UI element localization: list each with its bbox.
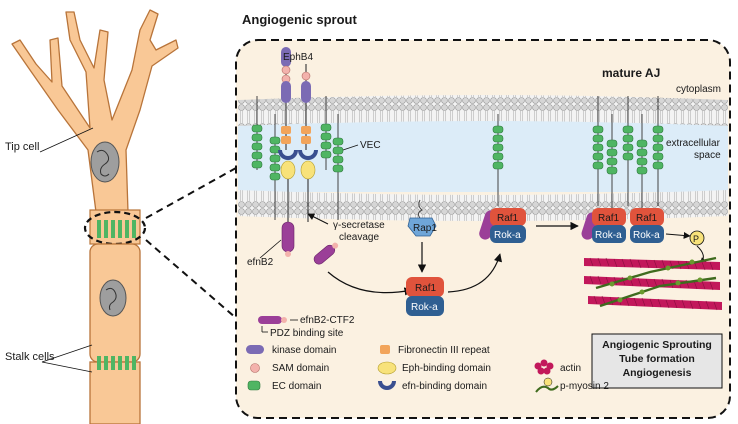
- efnb2-leader: [259, 239, 282, 259]
- raf1-label-2: Raf1: [497, 213, 519, 224]
- roka-label-4: Rok-a: [633, 230, 660, 241]
- legend-myosin-icon: [535, 377, 559, 393]
- gamma-label-2: cleavage: [339, 232, 379, 243]
- legend-actin-icon: [534, 359, 554, 375]
- legend-actin: actin: [560, 363, 581, 374]
- extracellular-label-1: extracellular: [666, 138, 721, 149]
- raf1-label-1: Raf1: [415, 283, 437, 294]
- legend-efn-binding-icon: [378, 381, 396, 390]
- legend-myosin: p-myosin 2: [560, 381, 609, 392]
- legend-sam: SAM domain: [272, 363, 329, 374]
- legend-eph-binding: Eph-binding domain: [402, 363, 491, 374]
- outcome-line-3: Angiogenesis: [623, 367, 692, 379]
- raf1-label-3: Raf1: [598, 213, 620, 224]
- zoom-line-top: [145, 167, 237, 219]
- legend-ec: EC domain: [272, 381, 321, 392]
- to-phospho-arrow: [665, 231, 691, 239]
- legend-efn-binding: efn-binding domain: [402, 381, 487, 392]
- roka-label-1: Rok-a: [411, 302, 438, 313]
- raf1-roka-complex: Raf1 Rok-a: [406, 277, 444, 316]
- efnb2-ctf2-fragment: [313, 242, 339, 265]
- gamma-arrow: [307, 213, 329, 225]
- ctf2-to-raf-arrow: [327, 271, 413, 296]
- legend-fn3: Fibronectin III repeat: [398, 345, 490, 356]
- stalk-leader-2: [41, 361, 93, 373]
- zoom-line-bottom: [145, 239, 237, 319]
- legend-sam-icon: [250, 363, 260, 373]
- rap1-label: Rap1: [413, 223, 437, 234]
- raf-to-membrane-arrow: [447, 253, 503, 293]
- cytoplasm-label: cytoplasm: [676, 84, 721, 95]
- tip-nucleus: [90, 141, 120, 183]
- extracellular-label-2: space: [694, 150, 721, 161]
- tip-cell: [11, 9, 179, 213]
- diagram-title: Angiogenic sprout: [242, 12, 358, 27]
- vec-mid-group: [492, 114, 504, 206]
- upper-membrane: [238, 95, 728, 126]
- vec-label: VEC: [360, 140, 381, 151]
- vec-leader: [342, 144, 359, 151]
- roka-label-3: Rok-a: [595, 230, 622, 241]
- gamma-label-1: γ-secretase: [333, 220, 385, 231]
- legend-kinase-icon: [246, 345, 264, 354]
- stalk-cells-label: Stalk cells: [5, 351, 55, 363]
- legend-ctf2: efnB2-CTF2: [300, 315, 355, 326]
- stalk-leader-1: [41, 344, 93, 363]
- mature-raf1-roka: Raf1 Rok-a Raf1 Rok-a: [581, 208, 664, 243]
- membrane-raf1-roka: Raf1 Rok-a: [479, 208, 526, 243]
- efnb2-label: efnB2: [247, 257, 274, 268]
- legend-kinase: kinase domain: [272, 345, 336, 356]
- phosphate-icon: [689, 230, 705, 246]
- legend: efnB2-CTF2 PDZ binding site kinase domai…: [246, 315, 609, 393]
- roka-label-2: Rok-a: [494, 230, 521, 241]
- phosphate-label: P: [693, 234, 699, 244]
- ephb4-label: EphB4: [283, 52, 313, 63]
- tip-cell-leader: [39, 127, 94, 153]
- zoom-circle: [83, 210, 147, 246]
- outcome-line-1: Angiogenic Sprouting: [602, 339, 712, 351]
- outcome-line-2: Tube formation: [619, 353, 695, 365]
- legend-pdz: PDZ binding site: [270, 328, 344, 339]
- vec-mature-group: [592, 96, 664, 220]
- actin-filaments: [584, 256, 722, 311]
- mature-aj-label: mature AJ: [602, 66, 660, 80]
- rap1-node: Rap1: [407, 199, 437, 237]
- legend-eph-binding-icon: [377, 361, 397, 375]
- vec-center-group: [320, 96, 344, 220]
- efnb2-ligand: [281, 221, 295, 257]
- ephb4-receptor: [278, 47, 318, 222]
- tip-stalk-junction: [83, 209, 147, 246]
- stalk-cells: [89, 243, 141, 424]
- tip-cell-label: Tip cell: [5, 141, 39, 153]
- vec-left-group: [251, 96, 281, 220]
- extracellular-space: [238, 112, 728, 192]
- raf1-label-4: Raf1: [636, 213, 658, 224]
- legend-ctf2-icon: [258, 316, 298, 333]
- legend-ec-icon: [247, 380, 261, 391]
- legend-fn3-icon: [380, 345, 390, 354]
- outcome-box: Angiogenic Sprouting Tube formation Angi…: [591, 333, 723, 389]
